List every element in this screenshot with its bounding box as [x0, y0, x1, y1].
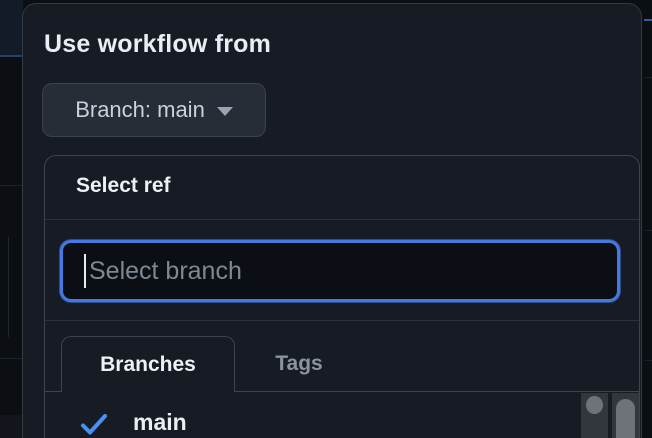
tab-tags[interactable]: Tags [241, 336, 357, 392]
tab-branches[interactable]: Branches [61, 336, 235, 392]
list-scrollbar-track[interactable] [581, 393, 608, 438]
run-workflow-popover: Use workflow from Branch: main Select re… [22, 3, 642, 438]
ref-search-wrap [60, 240, 620, 302]
ref-selector-dialog: Select ref Branches Tags main [44, 155, 640, 438]
backdrop-block [0, 415, 23, 438]
backdrop-divider [0, 185, 23, 186]
backdrop-blue-line [644, 19, 652, 21]
panel-scrollbar-thumb[interactable] [616, 399, 635, 438]
select-ref-title: Select ref [76, 174, 171, 197]
ref-selector-header: Select ref [45, 156, 639, 220]
tab-tags-label: Tags [275, 352, 323, 375]
check-icon [81, 414, 107, 435]
list-scrollbar-thumb[interactable] [586, 396, 603, 414]
caret-down-icon [216, 107, 233, 116]
backdrop-divider [645, 230, 652, 231]
backdrop-divider [0, 358, 23, 359]
tab-branches-label: Branches [100, 352, 196, 376]
backdrop-divider [645, 77, 652, 78]
branch-list-item-main[interactable]: main [45, 392, 639, 438]
divider [45, 320, 639, 321]
backdrop-banner-edge [0, 0, 23, 57]
branch-item-label: main [133, 409, 187, 435]
backdrop-divider [8, 237, 9, 337]
panel-scrollbar-track[interactable] [612, 393, 639, 438]
backdrop-divider [645, 360, 652, 361]
branch-selector-button[interactable]: Branch: main [42, 83, 266, 137]
use-workflow-from-heading: Use workflow from [44, 30, 272, 58]
branch-selector-label: Branch: main [75, 97, 205, 122]
tab-bottom-border [45, 391, 639, 392]
text-cursor [84, 254, 86, 288]
ref-search-input[interactable] [60, 240, 620, 302]
